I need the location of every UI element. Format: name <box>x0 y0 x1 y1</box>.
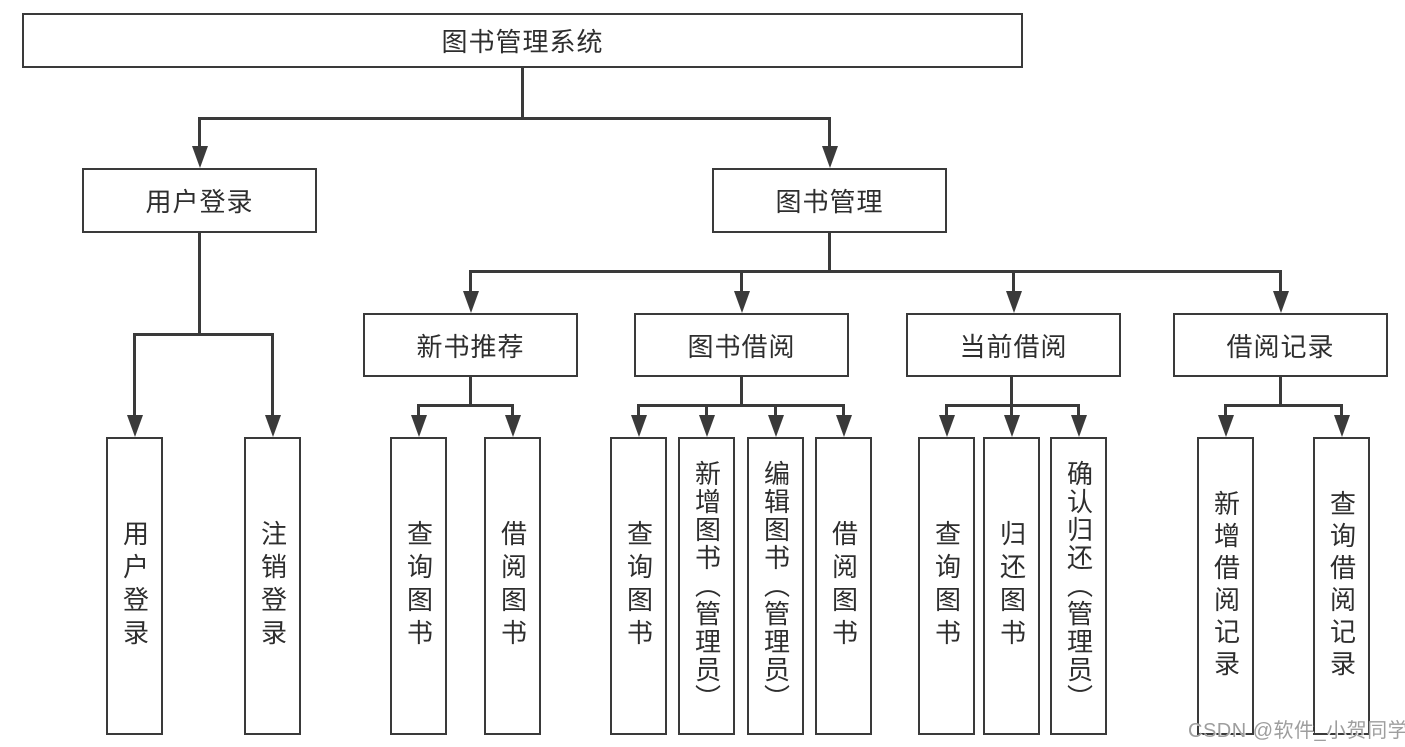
arrowhead-new-book <box>462 291 479 313</box>
leaf-records-query-record-label: 查询借阅记录 <box>1326 490 1357 682</box>
leaf-current-confirm-return-admin-label: 确认归还（管理员） <box>1063 460 1094 712</box>
node-borrowing-records: 借阅记录 <box>1173 313 1388 377</box>
arrowhead-br-query <box>1333 415 1350 437</box>
connector-arrow-stem-br-query <box>1340 404 1343 417</box>
leaf-newbook-query-books: 查询图书 <box>390 437 447 735</box>
node-current-borrowing-label: 当前借阅 <box>959 331 1068 362</box>
connector-arrow-stem-bb-borrow <box>842 404 845 417</box>
node-new-book-recommend: 新书推荐 <box>363 313 578 377</box>
arrowhead-book-mgmt <box>821 146 838 168</box>
leaf-current-confirm-return-admin: 确认归还（管理员） <box>1050 437 1107 735</box>
arrowhead-br-add <box>1217 415 1234 437</box>
connector-book-borrowing-stem <box>740 377 743 407</box>
connector-arrow-stem-book-borrowing <box>740 270 743 293</box>
connector-current-borrowing-stem <box>1010 377 1013 407</box>
arrowhead-current-borrowing <box>1005 291 1022 313</box>
leaf-records-add-record: 新增借阅记录 <box>1197 437 1254 735</box>
arrowhead-bb-query <box>630 415 647 437</box>
connector-book-mgmt-stem <box>828 233 831 273</box>
connector-arrow-stem-borrowing-records <box>1279 270 1282 293</box>
connector-arrow-stem-cb-confirm <box>1077 404 1080 417</box>
node-book-borrowing: 图书借阅 <box>634 313 849 377</box>
arrowhead-bb-edit <box>767 415 784 437</box>
arrowhead-cb-query <box>938 415 955 437</box>
arrowhead-nb-borrow <box>504 415 521 437</box>
leaf-records-add-record-label: 新增借阅记录 <box>1210 490 1241 682</box>
connector-arrow-stem-user-login <box>198 117 201 149</box>
node-borrowing-records-label: 借阅记录 <box>1226 331 1335 362</box>
connector-arrow-stem-nb-borrow <box>511 404 514 417</box>
arrowhead-leaf-logout <box>264 415 281 437</box>
connector-arrow-stem-current-borrowing <box>1012 270 1015 293</box>
arrowhead-borrowing-records <box>1272 291 1289 313</box>
leaf-current-query-books: 查询图书 <box>918 437 975 735</box>
leaf-borrowing-query-books: 查询图书 <box>610 437 667 735</box>
leaf-borrowing-query-books-label: 查询图书 <box>623 520 654 652</box>
leaf-newbook-query-books-label: 查询图书 <box>403 520 434 652</box>
arrowhead-leaf-login <box>126 415 143 437</box>
leaf-user-login-label: 用户登录 <box>119 520 150 652</box>
leaf-user-login: 用户登录 <box>106 437 163 735</box>
leaf-records-query-record: 查询借阅记录 <box>1313 437 1370 735</box>
leaf-newbook-borrow-books-label: 借阅图书 <box>497 520 528 652</box>
connector-arrow-stem-bb-query <box>637 404 640 417</box>
leaf-borrowing-edit-books-admin-label: 编辑图书（管理员） <box>760 460 791 712</box>
connector-arrow-stem-leaf-logout <box>271 333 274 417</box>
node-book-management-label: 图书管理 <box>775 187 884 217</box>
node-root-label: 图书管理系统 <box>441 27 604 57</box>
connector-arrow-stem-br-add <box>1224 404 1227 417</box>
connector-arrow-stem-cb-return <box>1010 404 1013 417</box>
leaf-borrowing-add-books-admin: 新增图书（管理员） <box>678 437 735 735</box>
connector-borrowing-records-stem <box>1279 377 1282 407</box>
connector-arrow-stem-bb-add <box>705 404 708 417</box>
connector-user-login-stem <box>198 233 201 335</box>
leaf-borrowing-add-books-admin-label: 新增图书（管理员） <box>691 460 722 712</box>
node-current-borrowing: 当前借阅 <box>906 313 1121 377</box>
leaf-logout-label: 注销登录 <box>257 520 288 652</box>
csdn-watermark: CSDN @软件_小贺同学 <box>1188 720 1405 742</box>
leaf-logout: 注销登录 <box>244 437 301 735</box>
connector-book-mgmt-split <box>469 270 1282 273</box>
connector-arrow-stem-nb-query <box>417 404 420 417</box>
arrowhead-cb-return <box>1003 415 1020 437</box>
connector-arrow-stem-cb-query <box>945 404 948 417</box>
node-book-borrowing-label: 图书借阅 <box>687 331 796 362</box>
connector-user-login-split <box>133 333 274 336</box>
arrowhead-cb-confirm <box>1070 415 1087 437</box>
connector-new-book-stem <box>469 377 472 407</box>
leaf-current-return-books: 归还图书 <box>983 437 1040 735</box>
connector-borrowing-records-split <box>1224 404 1343 407</box>
node-root: 图书管理系统 <box>22 13 1023 68</box>
leaf-current-query-books-label: 查询图书 <box>931 520 962 652</box>
arrowhead-bb-add <box>698 415 715 437</box>
connector-arrow-stem-book-mgmt <box>828 117 831 149</box>
node-user-login-label: 用户登录 <box>145 187 254 217</box>
node-book-management: 图书管理 <box>712 168 947 233</box>
connector-new-book-split <box>417 404 514 407</box>
leaf-borrowing-edit-books-admin: 编辑图书（管理员） <box>747 437 804 735</box>
leaf-borrowing-borrow-books-label: 借阅图书 <box>828 520 859 652</box>
connector-arrow-stem-new-book <box>469 270 472 293</box>
leaf-newbook-borrow-books: 借阅图书 <box>484 437 541 735</box>
connector-root-split <box>198 117 831 120</box>
arrowhead-nb-query <box>410 415 427 437</box>
node-user-login: 用户登录 <box>82 168 317 233</box>
connector-arrow-stem-bb-edit <box>774 404 777 417</box>
arrowhead-book-borrowing <box>733 291 750 313</box>
connector-book-borrowing-split <box>637 404 845 407</box>
connector-root-stem <box>520 68 524 120</box>
arrowhead-user-login <box>191 146 208 168</box>
node-new-book-recommend-label: 新书推荐 <box>416 331 525 362</box>
connector-arrow-stem-leaf-login <box>133 333 136 417</box>
arrowhead-bb-borrow <box>835 415 852 437</box>
leaf-borrowing-borrow-books: 借阅图书 <box>815 437 872 735</box>
leaf-current-return-books-label: 归还图书 <box>996 520 1027 652</box>
